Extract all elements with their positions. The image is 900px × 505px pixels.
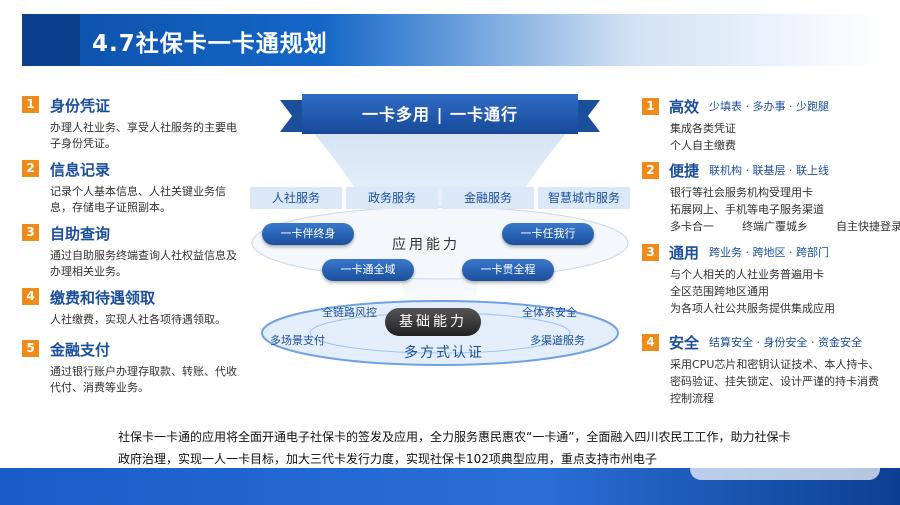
item-line: 拓展网上、手机等电子服务渠道 xyxy=(670,203,824,216)
item-tags: 联机构 · 联基层 · 联上线 xyxy=(709,164,829,177)
left-item: 1 身份凭证 办理人社业务、享受人社服务的主要电子身份凭证。 xyxy=(22,96,240,160)
right-item: 1 高效 少填表 · 多办事 · 少跑腿 集成各类凭证 个人自主缴费 xyxy=(642,96,894,160)
item-tags: 跨业务 · 跨地区 · 跨部门 xyxy=(709,246,829,259)
item-line: 全区范围跨地区通用 xyxy=(670,285,769,298)
page-title: 4.7社保卡一卡通规划 xyxy=(92,31,328,57)
watermark-overlay xyxy=(690,458,880,480)
ring-label: 多场景支付 xyxy=(270,334,325,347)
service-row: 人社服务 政务服务 金融服务 智慧城市服务 xyxy=(250,187,630,209)
item-title: 信息记录 xyxy=(50,161,111,179)
number-badge: 2 xyxy=(22,160,39,177)
item-title: 金融支付 xyxy=(50,341,111,359)
center-diagram: 一卡多用 | 一卡通行 人社服务 政务服务 金融服务 智慧城市服务 一卡伴终身 … xyxy=(240,88,640,388)
item-title: 身份凭证 xyxy=(50,97,111,115)
item-title: 安全 xyxy=(669,333,700,352)
left-item: 3 自助查询 通过自助服务终端查询人社权益信息及办理相关业务。 xyxy=(22,224,240,288)
item-line: 与个人相关的人社业务普遍用卡 xyxy=(670,268,824,281)
summary-line: 社保卡一卡通的应用将全面开通电子社保卡的签发及应用，全力服务惠民惠农“一卡通”，… xyxy=(118,430,791,444)
app-ability-label: 应用能力 xyxy=(392,237,460,253)
item-tags: 结算安全 · 身份安全 · 资金安全 xyxy=(709,336,862,349)
left-item: 2 信息记录 记录个人基本信息、人社关键业务信息，存储电子证照副本。 xyxy=(22,160,240,224)
number-badge: 3 xyxy=(642,243,659,261)
number-badge: 1 xyxy=(642,97,659,115)
number-badge: 4 xyxy=(642,333,659,351)
item-line: 银行等社会服务机构受理用卡 xyxy=(670,186,813,199)
item-title: 高效 xyxy=(669,97,700,116)
left-features: 1 身份凭证 办理人社业务、享受人社服务的主要电子身份凭证。 2 信息记录 记录… xyxy=(22,96,240,404)
summary-text: 社保卡一卡通的应用将全面开通电子社保卡的签发及应用，全力服务惠民惠农“一卡通”，… xyxy=(118,426,888,470)
service-label: 政务服务 xyxy=(346,187,438,209)
app-pill: 一卡贯全程 xyxy=(462,259,554,281)
app-pill: 一卡通全域 xyxy=(322,259,414,281)
ring-label: 多渠道服务 xyxy=(530,334,585,347)
item-line: 采用CPU芯片和密钥认证技术、本人持卡、 xyxy=(670,358,880,371)
ring-label: 全链路风控 xyxy=(322,306,377,319)
number-badge: 3 xyxy=(22,224,39,241)
service-label: 金融服务 xyxy=(442,187,534,209)
left-item: 5 金融支付 通过银行账户办理存取款、转账、代收代付、消费等业务。 xyxy=(22,340,240,404)
title-bar xyxy=(22,14,882,66)
item-desc: 人社缴费，实现人社各项待遇领取。 xyxy=(50,313,226,326)
item-title: 自助查询 xyxy=(50,225,111,243)
item-line: 集成各类凭证 xyxy=(670,122,736,135)
item-desc: 通过自助服务终端查询人社权益信息及办理相关业务。 xyxy=(50,249,237,278)
banner-text: 一卡多用 | 一卡通行 xyxy=(362,105,518,124)
service-label: 人社服务 xyxy=(250,187,342,209)
item-line: 控制流程 xyxy=(670,392,714,405)
service-label: 智慧城市服务 xyxy=(538,187,630,209)
ring-label: 全体系安全 xyxy=(522,306,577,319)
right-item: 3 通用 跨业务 · 跨地区 · 跨部门 与个人相关的人社业务普遍用卡 全区范围… xyxy=(642,242,894,332)
item-title: 便捷 xyxy=(669,161,700,180)
item-desc: 通过银行账户办理存取款、转账、代收代付、消费等业务。 xyxy=(50,365,237,394)
number-badge: 5 xyxy=(22,340,39,357)
item-title: 缴费和待遇领取 xyxy=(50,289,156,307)
number-badge: 4 xyxy=(22,288,39,305)
ring-main-label: 多方式认证 xyxy=(404,345,484,361)
right-features: 1 高效 少填表 · 多办事 · 少跑腿 集成各类凭证 个人自主缴费 2 便捷 … xyxy=(642,96,900,407)
item-tags: 少填表 · 多办事 · 少跑腿 xyxy=(709,100,829,113)
item-desc: 记录个人基本信息、人社关键业务信息，存储电子证照副本。 xyxy=(50,185,226,214)
item-desc: 办理人社业务、享受人社服务的主要电子身份凭证。 xyxy=(50,121,237,150)
title-accent xyxy=(22,14,80,66)
app-pill: 一卡任我行 xyxy=(502,223,594,245)
item-title: 通用 xyxy=(669,243,700,262)
left-item: 4 缴费和待遇领取 人社缴费，实现人社各项待遇领取。 xyxy=(22,288,240,340)
right-item: 2 便捷 联机构 · 联基层 · 联上线 银行等社会服务机构受理用卡 拓展网上、… xyxy=(642,160,900,242)
right-item: 4 安全 结算安全 · 身份安全 · 资金安全 采用CPU芯片和密钥认证技术、本… xyxy=(642,332,894,407)
item-line: 多卡合一 终端广覆城乡 自主快捷登录 xyxy=(670,220,900,233)
base-ability-pill: 基础能力 xyxy=(385,308,481,336)
summary-line: 政府治理，实现一人一卡目标，加大三代卡发行力度，实现社保卡102项典型应用，重点… xyxy=(118,452,657,466)
item-line: 密码验证、挂失锁定、设计严谨的持卡消费 xyxy=(670,375,879,388)
number-badge: 1 xyxy=(22,96,39,113)
app-pill: 一卡伴终身 xyxy=(262,223,354,245)
item-line: 为各项人社公共服务提供集成应用 xyxy=(670,302,835,315)
item-line: 个人自主缴费 xyxy=(670,139,736,152)
number-badge: 2 xyxy=(642,161,659,179)
